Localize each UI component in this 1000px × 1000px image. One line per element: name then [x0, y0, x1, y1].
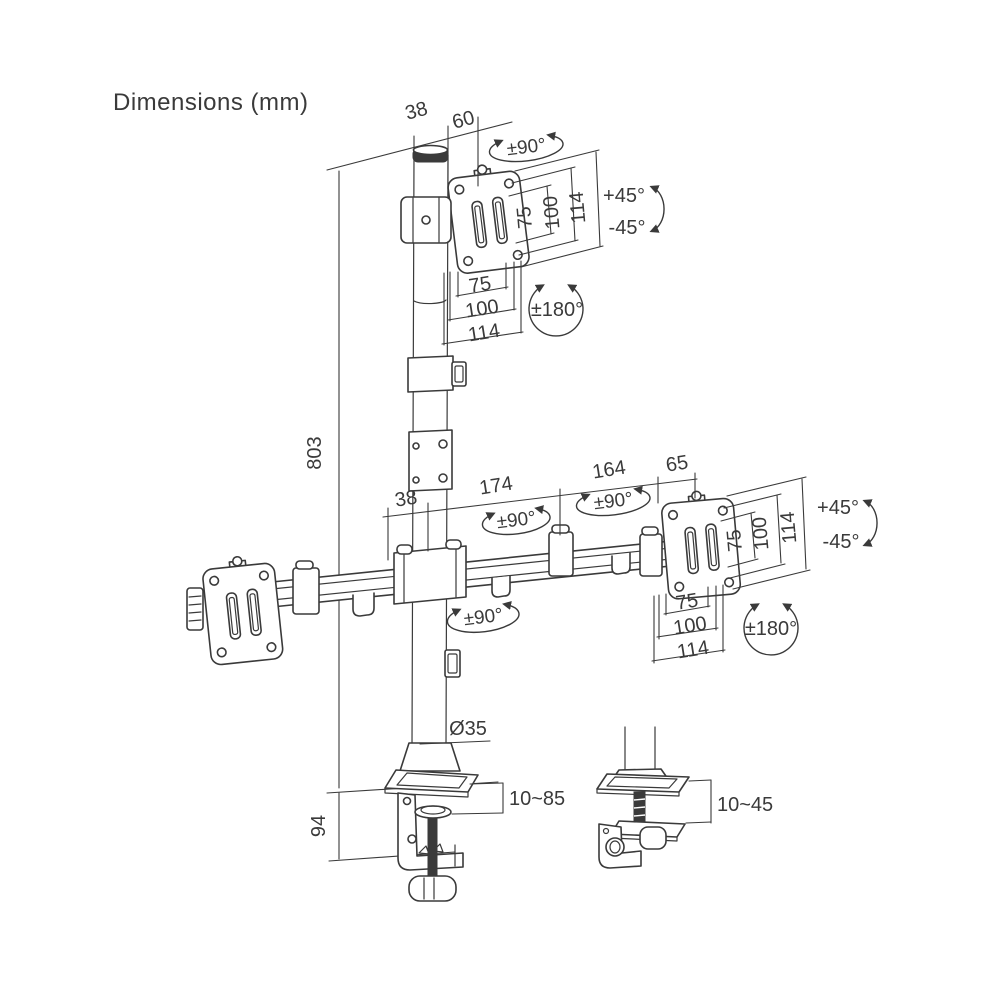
label-pole-diameter: Ø35	[449, 718, 487, 740]
dim-top-side-114: 114	[566, 191, 591, 225]
arm-pole-clamp	[393, 539, 467, 605]
cable-clip-arm-2	[491, 575, 511, 598]
arm-joint-right	[639, 533, 663, 577]
monitor-arm	[271, 524, 701, 617]
annot-top-tilt: +45° -45°	[603, 185, 665, 239]
dim-arm-65: 65	[664, 451, 689, 476]
dim-arm-164: 164	[591, 457, 627, 484]
label-clamp-range: 10~85	[509, 788, 565, 810]
annot-arm-swivel-center: ±90°	[446, 601, 520, 634]
dim-arm-38: 38	[393, 486, 418, 511]
label-right-tilt-down: -45°	[823, 531, 860, 553]
top-vesa-bracket	[400, 196, 452, 244]
label-arm-swivel-center: ±90°	[463, 605, 504, 631]
dim-pole-diameter: Ø35	[419, 718, 491, 745]
dim-clamp-height: 94	[308, 815, 330, 837]
dim-top-vesa-side: 75 100 114	[508, 149, 604, 268]
label-top-tilt-down: -45°	[609, 217, 646, 239]
dim-top-vesa-bottom: 75 100 114	[441, 260, 524, 347]
pole	[407, 144, 467, 746]
clamp-knob	[408, 875, 457, 902]
dim-right-side-75: 75	[723, 528, 747, 552]
cable-clip-arm-3	[611, 552, 631, 575]
dim-grommet-range: 10~45	[685, 779, 773, 824]
cable-clip-pole-lower	[444, 649, 461, 678]
dim-top-38: 38	[403, 98, 430, 125]
dim-top-bottom-114: 114	[467, 320, 502, 347]
desk-clamp	[384, 742, 479, 902]
label-top-swivel: ±90°	[506, 135, 547, 161]
dim-right-vesa-side: 75 100 114	[720, 476, 811, 590]
dim-right-bottom-114: 114	[676, 637, 711, 664]
annot-top-swivel: ±90°	[488, 131, 564, 163]
arm-joint-mid	[548, 531, 574, 577]
grommet-mount	[596, 726, 690, 869]
dim-top-38-60: 38 60	[403, 98, 479, 197]
annot-right-rotate: ±180°	[743, 603, 799, 656]
page-title: Dimensions (mm)	[113, 89, 309, 116]
cable-clip-arm-1	[352, 592, 375, 617]
annot-arm-swivel-right: ±90°	[575, 485, 651, 517]
dim-top-bottom-75: 75	[467, 272, 492, 297]
dim-arm-lengths: 38 174 164 65	[382, 451, 698, 561]
dim-pole-height: 803	[304, 436, 326, 469]
dim-top-side-100: 100	[540, 195, 565, 230]
arm-joint-left	[292, 567, 320, 615]
label-arm-swivel-right: ±90°	[593, 489, 634, 515]
dim-right-side-100: 100	[749, 516, 774, 551]
vesa-plate-left	[200, 552, 285, 667]
vesa-plate-left-release	[186, 587, 204, 631]
dim-top-side-75: 75	[513, 205, 537, 229]
label-top-rotate: ±180°	[531, 299, 583, 321]
dim-right-bottom-75: 75	[674, 589, 699, 614]
label-right-tilt-up: +45°	[817, 497, 859, 519]
clamp-washer	[414, 805, 452, 819]
clamp-screw-rod	[427, 817, 438, 877]
annot-right-tilt: +45° -45°	[817, 497, 878, 553]
label-arm-swivel-left: ±90°	[496, 508, 537, 534]
dim-right-side-114: 114	[777, 511, 802, 545]
dim-top-bottom-100: 100	[464, 296, 500, 323]
dim-arm-174: 174	[478, 473, 514, 500]
annot-top-rotate: ±180°	[528, 284, 584, 337]
dim-right-bottom-100: 100	[672, 613, 708, 640]
label-top-tilt-up: +45°	[603, 185, 645, 207]
label-right-rotate: ±180°	[745, 618, 797, 640]
dim-top-60: 60	[450, 107, 477, 134]
dim-clamp-range: 10~85	[451, 782, 565, 815]
label-grommet-range: 10~45	[717, 794, 773, 816]
annot-arm-swivel-left: ±90°	[481, 505, 551, 536]
dim-right-vesa-bottom: 75 100 114	[651, 584, 726, 664]
